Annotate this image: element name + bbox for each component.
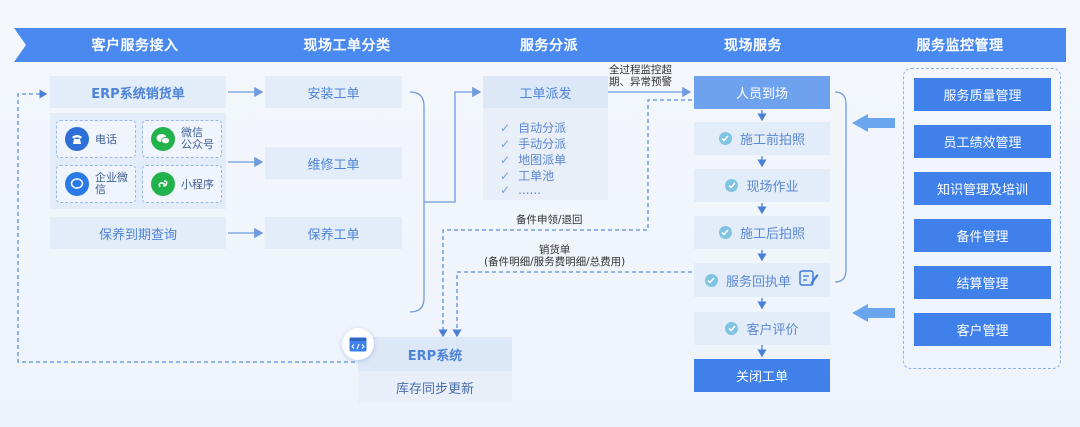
monitoring-panel (903, 68, 1061, 369)
monitor-settlement: 结算管理 (914, 266, 1051, 299)
step-onsite-work: 现场作业 (694, 169, 830, 202)
stage-monitoring: 服务监控管理 (916, 38, 1004, 54)
stage-classify: 现场工单分类 (303, 38, 391, 54)
dispatch-method: ✓...... (500, 183, 541, 197)
code-window-icon (342, 328, 374, 360)
monitor-staff-performance: 员工绩效管理 (914, 125, 1051, 158)
monitor-spare-parts: 备件管理 (914, 219, 1051, 252)
dispatch-method: ✓地图派单 (500, 152, 567, 168)
channel-wechat-official: 微信 公众号 (142, 120, 222, 158)
check-icon (718, 132, 732, 145)
stage-dispatch: 服务分派 (520, 38, 578, 54)
check-icon (725, 322, 739, 335)
note-sales-order: 销货单 (备件明细/服务费明细/总费用) (484, 244, 626, 268)
dispatch-method: ✓手动分派 (500, 136, 567, 152)
monitor-service-quality: 服务质量管理 (914, 78, 1051, 111)
step-service-receipt: 服务回执单 (694, 263, 830, 297)
monitor-knowledge-training: 知识管理及培训 (914, 172, 1051, 205)
check-icon (718, 226, 732, 239)
stage-access: 客户服务接入 (91, 38, 179, 54)
step-arrival: 人员到场 (694, 76, 830, 109)
ticket-install: 安装工单 (265, 76, 402, 108)
edit-form-icon (799, 269, 819, 291)
erp-sales-order: ERP系统销货单 (50, 76, 226, 108)
dispatch-title: 工单派发 (483, 76, 608, 108)
check-icon (704, 273, 718, 287)
step-after-photo: 施工后拍照 (694, 216, 830, 249)
channel-wecom: 企业微 信 (56, 165, 136, 203)
miniprogram-icon (151, 172, 175, 196)
maintenance-query: 保养到期查询 (50, 217, 226, 249)
note-monitor-alert: 全过程监控超 期、异常预警 (609, 64, 672, 88)
stage-field-service: 现场服务 (724, 38, 782, 54)
note-parts-return: 备件申领/退回 (516, 214, 583, 226)
stage-chevrons (14, 28, 1066, 62)
erp-system-title: ERP系统 (358, 337, 512, 371)
phone-icon (65, 127, 89, 151)
dispatch-method: ✓工单池 (500, 168, 555, 184)
check-icon (725, 179, 739, 192)
step-before-photo: 施工前拍照 (694, 122, 830, 155)
wechat-icon (151, 127, 175, 151)
step-close-ticket: 关闭工单 (694, 359, 830, 392)
wecom-icon (65, 172, 89, 196)
dispatch-method: ✓自动分派 (500, 120, 567, 136)
dispatch-methods-panel (483, 108, 608, 200)
ticket-repair: 维修工单 (265, 147, 402, 179)
ticket-maintenance: 保养工单 (265, 217, 402, 249)
step-customer-review: 客户评价 (694, 312, 830, 345)
erp-inventory-sync: 库存同步更新 (358, 371, 512, 403)
channel-phone: 电话 (56, 120, 136, 158)
channel-miniprogram: 小程序 (142, 165, 222, 203)
monitor-customer: 客户管理 (914, 313, 1051, 346)
